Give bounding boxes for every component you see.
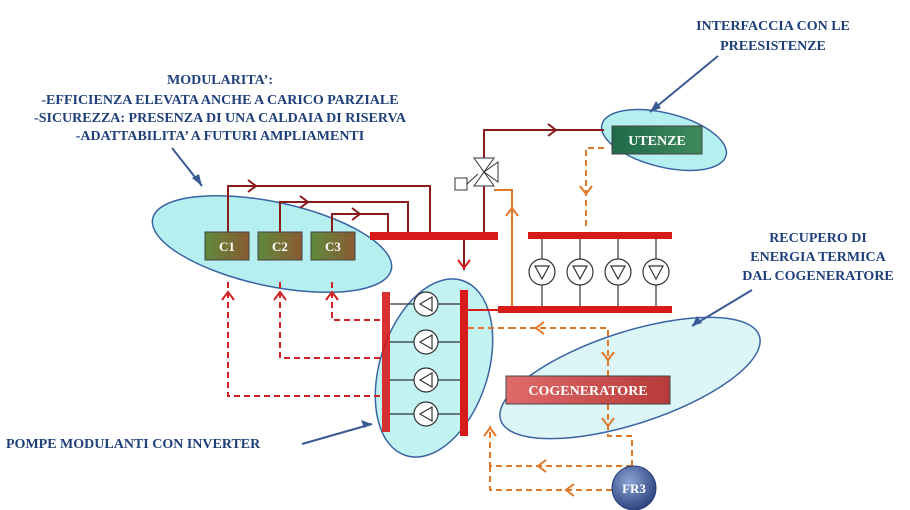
supply-arrows (247, 123, 558, 221)
return-arrows-boilers (221, 290, 339, 301)
user-manifold-top (528, 232, 672, 239)
label-modularita: MODULARITA’: -EFFICIENZA ELEVATA ANCHE A… (34, 73, 407, 144)
pump-manifold-right (460, 290, 468, 436)
user-pumps (528, 239, 670, 306)
label-modularita-title: MODULARITA’: (167, 73, 273, 88)
boiler-c2-label: C2 (272, 239, 288, 254)
pump-manifold-left (382, 292, 390, 432)
upper-manifold (370, 232, 498, 240)
fr3-unit: FR3 (611, 465, 657, 510)
label-interfaccia: INTERFACCIA CON LE PREESISTENZE (696, 19, 850, 54)
fr3-label: FR3 (622, 481, 646, 496)
boiler-c3: C3 (310, 231, 356, 261)
boiler-c3-label: C3 (325, 239, 341, 254)
label-interfaccia-line2: PREESISTENZE (720, 39, 826, 54)
label-recupero-line3: DAL COGENERATORE (742, 269, 894, 284)
return-lines-boilers (227, 282, 382, 397)
user-manifold-bottom (498, 306, 672, 313)
label-modularita-line3: -ADATTABILITA’ A FUTURI AMPLIAMENTI (76, 129, 364, 144)
utenze-box: UTENZE (611, 125, 703, 155)
label-recupero: RECUPERO DI ENERGIA TERMICA DAL COGENERA… (742, 231, 894, 284)
recovery-arrows (483, 185, 615, 497)
label-modularita-line1: -EFFICIENZA ELEVATA ANCHE A CARICO PARZI… (41, 93, 398, 108)
callout-arrowheads (192, 101, 702, 428)
label-interfaccia-line1: INTERFACCIA CON LE (696, 19, 850, 34)
primary-pumps (390, 291, 460, 427)
cogeneratore-label: COGENERATORE (528, 384, 647, 399)
label-recupero-line2: ENERGIA TERMICA (750, 250, 886, 265)
boiler-c2: C2 (257, 231, 303, 261)
label-pompe: POMPE MODULANTI CON INVERTER (6, 437, 261, 452)
cogeneratore-box: COGENERATORE (505, 375, 671, 405)
three-way-valve (454, 157, 499, 191)
label-recupero-line1: RECUPERO DI (769, 231, 867, 246)
label-modularita-line2: -SICUREZZA: PRESENZA DI UNA CALDAIA DI R… (34, 111, 407, 126)
utenze-label: UTENZE (628, 134, 686, 149)
manifold-down-arrow (457, 259, 471, 270)
boiler-c1-label: C1 (219, 239, 235, 254)
boiler-c1: C1 (204, 231, 250, 261)
callout-arrows (171, 55, 753, 445)
